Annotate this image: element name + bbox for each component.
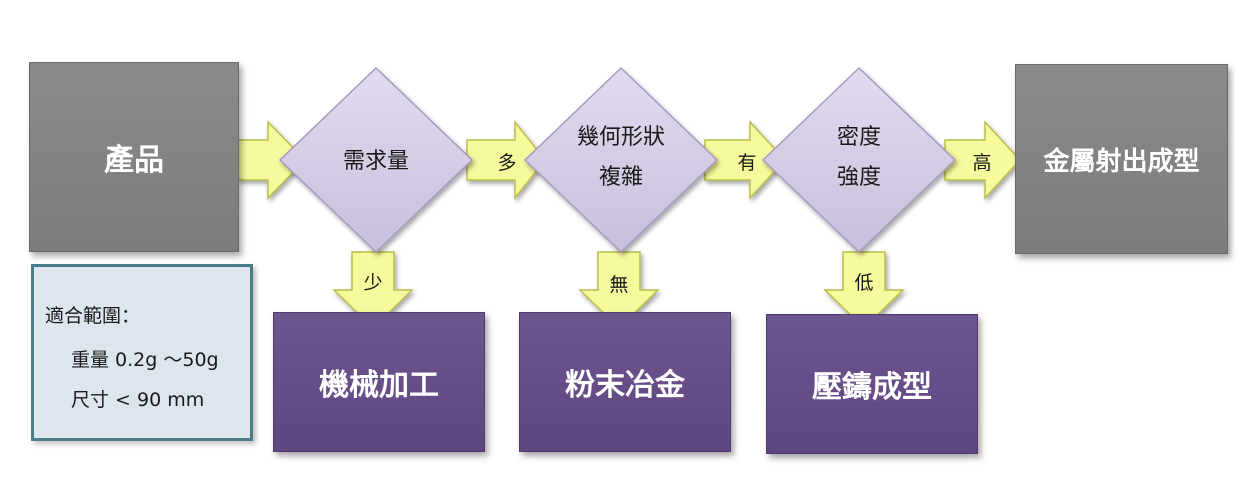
mim-label: 金屬射出成型 bbox=[1043, 146, 1200, 177]
arrow-demand-to-machining bbox=[332, 251, 414, 330]
arrow-geometry-to-powder bbox=[578, 251, 660, 330]
mim-box: 金屬射出成型 bbox=[1015, 64, 1228, 254]
edge-label-demand-high: 多 bbox=[497, 152, 517, 174]
powder-metallurgy-label: 粉末冶金 bbox=[565, 368, 685, 403]
decision-text-geometry-line1: 幾何形狀 bbox=[576, 125, 665, 150]
applicable-range-note: 適合範圍： 重量 0.2g ～50g 尺寸 < 90 mm bbox=[31, 264, 253, 441]
product-label: 產品 bbox=[104, 143, 164, 178]
edge-label-density-high: 高 bbox=[972, 152, 992, 174]
edge-label-demand-low: 少 bbox=[363, 272, 383, 294]
arrow-density-to-diecasting bbox=[823, 251, 905, 330]
die-casting-box: 壓鑄成型 bbox=[766, 314, 978, 454]
machining-box: 機械加工 bbox=[273, 312, 485, 452]
edge-label-density-low: 低 bbox=[854, 272, 874, 294]
note-title: 適合範圍： bbox=[45, 305, 141, 327]
machining-label: 機械加工 bbox=[319, 368, 439, 403]
decision-diamond-demand bbox=[278, 66, 474, 254]
arrow-geometry-to-density bbox=[704, 120, 787, 200]
decision-label-geometry: 幾何形狀 複雜 bbox=[551, 118, 691, 198]
decision-text-density-line2: 強度 bbox=[836, 165, 881, 190]
decision-diamond-geometry bbox=[523, 66, 719, 254]
note-size: 尺寸 < 90 mm bbox=[71, 389, 205, 411]
powder-metallurgy-box: 粉末冶金 bbox=[519, 312, 731, 452]
edge-label-geometry-yes: 有 bbox=[737, 152, 757, 174]
decision-text-demand: 需求量 bbox=[342, 149, 409, 174]
decision-label-demand: 需求量 bbox=[306, 142, 446, 182]
decision-text-geometry-line2: 複雜 bbox=[598, 165, 643, 190]
decision-label-density: 密度 強度 bbox=[789, 118, 929, 198]
arrow-demand-to-geometry bbox=[466, 119, 546, 201]
arrow-density-to-mim bbox=[944, 120, 1022, 200]
arrow-product-to-demand bbox=[237, 120, 307, 200]
product-box: 產品 bbox=[29, 62, 239, 252]
edge-label-geometry-no: 無 bbox=[609, 274, 629, 296]
die-casting-label: 壓鑄成型 bbox=[812, 370, 932, 405]
note-weight: 重量 0.2g ～50g bbox=[71, 349, 219, 371]
decision-text-density-line1: 密度 bbox=[836, 125, 881, 150]
decision-diamond-density bbox=[761, 66, 957, 254]
